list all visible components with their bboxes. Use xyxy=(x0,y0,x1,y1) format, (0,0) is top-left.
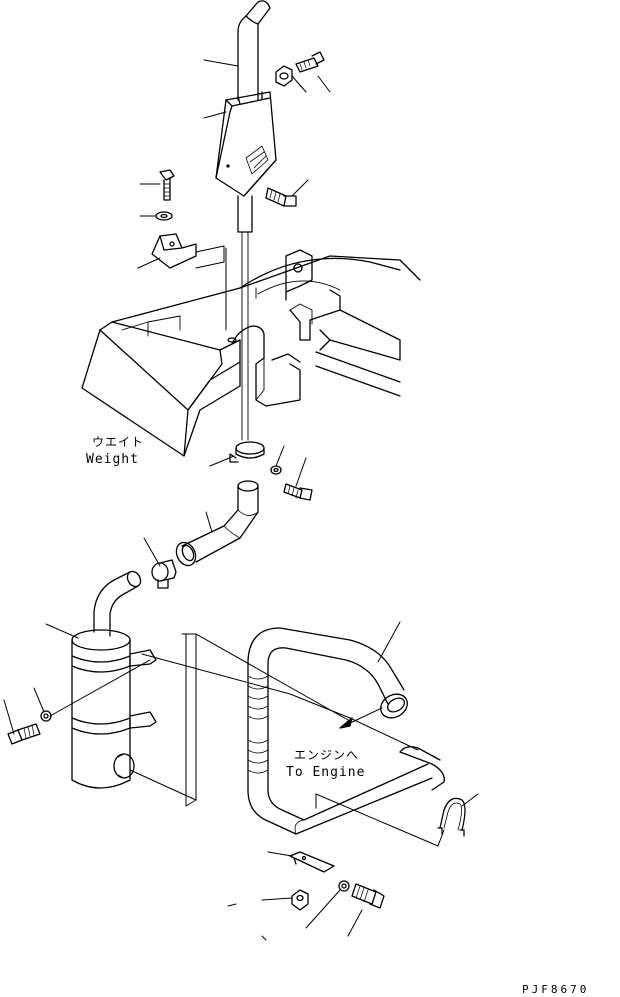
pipe-clamp-upper xyxy=(229,441,265,463)
u-bolt xyxy=(437,797,466,837)
counterweight xyxy=(81,249,421,457)
engine-arrow xyxy=(339,707,383,729)
nut-top xyxy=(275,65,293,87)
exhaust-stack-pipe xyxy=(237,0,271,101)
exhaust-cover xyxy=(215,91,277,197)
bolt-top-left xyxy=(159,169,175,201)
weight-label-en: Weight xyxy=(86,452,139,467)
bolt-bottom xyxy=(351,883,385,909)
bolt-muffler xyxy=(7,723,41,745)
band-clamp xyxy=(151,559,177,589)
engine-label-jp: エンジンへ xyxy=(294,748,360,762)
connection-lines xyxy=(49,245,445,847)
engine-label-en: To Engine xyxy=(286,765,366,780)
strap-bottom xyxy=(289,851,335,873)
bolt-top xyxy=(295,51,325,73)
washer-bottom xyxy=(338,880,350,892)
elbow-pipe xyxy=(175,480,259,567)
bracket-left xyxy=(151,233,197,269)
washer-mid xyxy=(270,465,282,475)
bolt-cover xyxy=(265,187,297,207)
stack-lower-pipe xyxy=(237,195,253,441)
leader-lines xyxy=(3,59,479,941)
muffler xyxy=(71,570,157,789)
weight-label-jp: ウエイト xyxy=(92,435,145,449)
washer-left xyxy=(155,211,173,221)
connecting-pipe xyxy=(247,627,445,835)
bolt-mid xyxy=(283,483,313,501)
drawing-code: PJF8670 xyxy=(522,983,590,996)
nut-bottom xyxy=(291,889,309,911)
